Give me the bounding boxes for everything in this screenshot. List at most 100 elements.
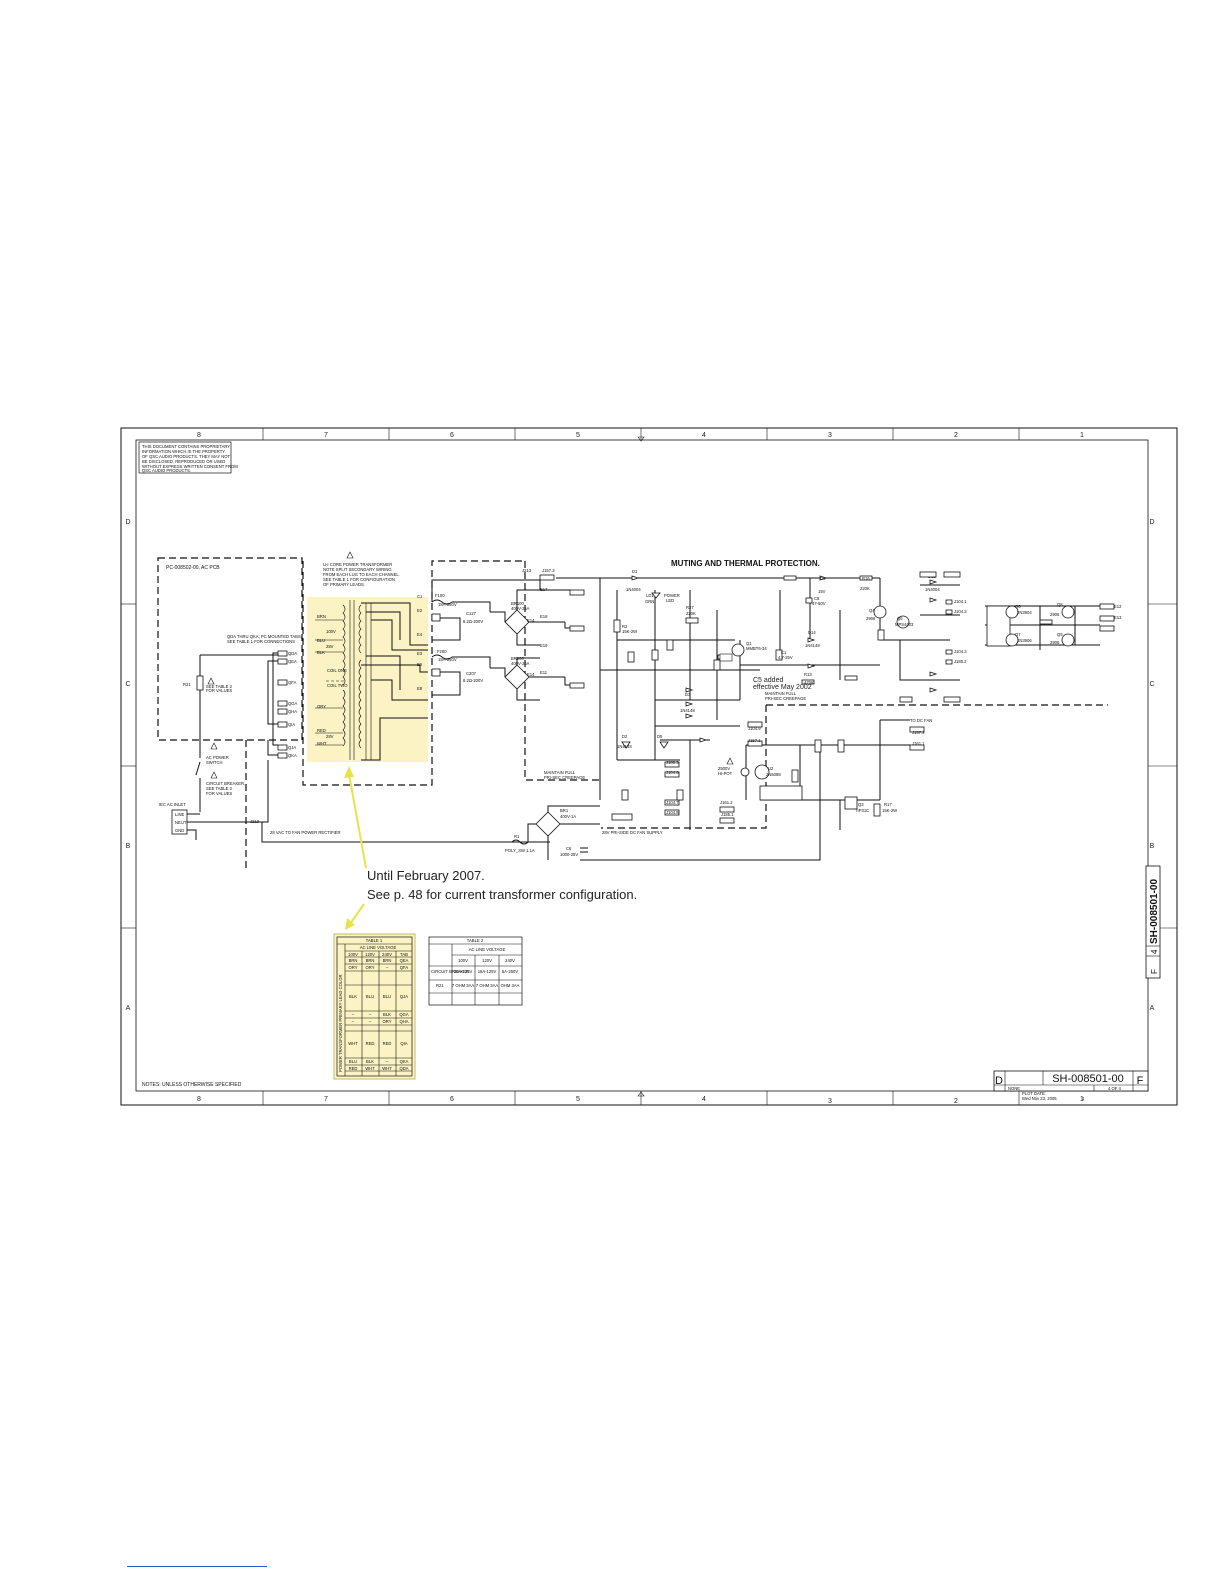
- q7-ref: Q7: [1015, 632, 1021, 637]
- table1-cell: --: [352, 1019, 355, 1024]
- r27-resistor: [685, 617, 699, 624]
- d12-val: 1N4004: [925, 587, 940, 592]
- q8-val: 2906: [1050, 612, 1060, 617]
- notice-line: THIS DOCUMENT CONTAINS PROPRIETARY: [142, 444, 230, 449]
- zone-bottom-2: 2: [954, 1098, 958, 1105]
- notice-line: OF QSC AUDIO PRODUCTS. THEY MAY NOT: [142, 454, 231, 459]
- table2-row-label: R21: [436, 983, 444, 988]
- br100-val: 400V-25A: [511, 606, 530, 611]
- table1-header: TAB: [400, 952, 408, 957]
- table2-cell: 18A-125V: [478, 969, 497, 974]
- connector-label: E6: [417, 662, 423, 667]
- title-rev: F: [1137, 1075, 1144, 1087]
- power-led-line: POWER: [664, 593, 680, 598]
- table1-cell: --: [352, 1012, 355, 1017]
- zone-bottom-8: 8: [197, 1096, 201, 1103]
- connector-label: E13: [1114, 615, 1122, 620]
- table1-cell: QKA: [400, 1059, 409, 1064]
- q8-ref: Q8: [1057, 602, 1063, 607]
- table1-cell: --: [369, 1019, 372, 1024]
- r2-resistor: [613, 619, 621, 633]
- table2-cell: OHM 3AA: [501, 983, 520, 988]
- r1-ref: R1: [514, 834, 520, 839]
- table1-cell: BLK: [349, 994, 357, 999]
- q6-transistor-icon: [1005, 605, 1019, 619]
- d14-val: 1N4148: [805, 643, 820, 648]
- d2-ref: D2: [622, 734, 628, 739]
- side-sheet: 4: [1150, 949, 1159, 954]
- tab-label: QHA: [288, 709, 297, 714]
- connector-label: J157.3: [542, 568, 555, 573]
- connector-label: J185.1: [721, 812, 734, 817]
- lead-label: RED: [317, 728, 326, 733]
- d1-val: 1N4004: [626, 587, 641, 592]
- secondary-rectifiers: F100 18A-250V F200 18A-250V C127 8.2Ω-20…: [431, 579, 565, 701]
- zone-top-3: 3: [828, 432, 832, 439]
- zone-dividers: [121, 428, 1177, 1105]
- c207-val: 8.2Ω-200V: [463, 678, 483, 683]
- d3-ref: D3: [685, 692, 691, 697]
- table2-cell: 5A-250V: [502, 969, 519, 974]
- iec-inlet-label: IEC AC INLET: [159, 802, 186, 807]
- q6-ref: Q6: [1015, 604, 1021, 609]
- creepage-note-1: MAINTAIN FULL PRI-SEC CREEPAGE: [544, 770, 585, 780]
- tab-label: QIA: [288, 722, 295, 727]
- r13-val: 470K: [804, 680, 814, 685]
- zone-top-8: 8: [197, 432, 201, 439]
- table1-cell: BRN: [366, 958, 375, 963]
- see-table2-line: SEE TABLE 2: [206, 684, 233, 689]
- table2-header: 100V: [458, 958, 468, 963]
- table1-cell: WHT: [382, 1066, 392, 1071]
- table1-cell: BRN: [349, 958, 358, 963]
- d5-ref: D5: [657, 734, 663, 739]
- q4-transistor-icon: [873, 605, 887, 619]
- q8-transistor-icon: [1061, 605, 1075, 619]
- r21-resistor: [196, 675, 204, 691]
- tab-label: QFA: [288, 680, 297, 685]
- center-mark-bottom-icon: [637, 1091, 645, 1097]
- r16-val: 220K: [860, 586, 870, 591]
- transformer-note-line: OF PRIMARY LEADS.: [323, 582, 365, 587]
- page-number: 1: [1082, 1096, 1085, 1101]
- connector-label: J104.1: [954, 599, 967, 604]
- warning-triangle-icon: [726, 757, 734, 765]
- annotation-arrows: [344, 766, 367, 930]
- table1-header: 100V: [348, 952, 358, 957]
- notice-line: WITHOUT EXPRESS WRITTEN CONSENT FROM: [142, 464, 238, 469]
- table2-row-label: CIRCUIT BREAKER: [431, 969, 469, 974]
- warning-triangle-icon: [346, 551, 354, 559]
- coil-two-label: COIL TWO: [327, 683, 348, 688]
- connector-label: E12: [1114, 604, 1122, 609]
- r2-val: 15K-2W: [622, 629, 637, 634]
- lead-label: BLU: [317, 638, 325, 643]
- side-rev: F: [1150, 969, 1159, 974]
- d14-ref: D14: [808, 630, 816, 635]
- table2-cell: 7 OHM 3AA: [476, 983, 499, 988]
- secondary-connectors: J213 J157.3 E17 E18 E19 E11 E14 E14 C1 E…: [417, 568, 585, 691]
- table1-cell: --: [369, 1012, 372, 1017]
- table1-cell: BLU: [383, 994, 391, 999]
- fan-rectifier-wire: [261, 822, 550, 843]
- connector-label: J104.3: [954, 649, 967, 654]
- connector-label: J157.2: [912, 730, 925, 735]
- q4-val: 2906: [866, 616, 876, 621]
- side-title: SH-008501-00 4 F: [1145, 865, 1161, 979]
- u2-transistor-icon: [754, 764, 770, 780]
- q5-val: MPS4403: [895, 622, 914, 627]
- transformer-windings: [315, 600, 428, 761]
- tabs-note-line: QDA THRU QKA; PC MOUNTED TABS,: [227, 634, 302, 639]
- table1-cell: QEA: [400, 958, 409, 963]
- tabs-note-line: SEE TABLE 1 FOR CONNECTIONS: [227, 639, 295, 644]
- table1-cell: --: [386, 965, 389, 970]
- table1-cell: ORY: [383, 1019, 392, 1024]
- zone-top-1: 1: [1080, 432, 1084, 439]
- q3-transistor-icon: [844, 796, 858, 810]
- transformer-note-line: FROM EACH LUG TO EACH CHANNEL.: [323, 572, 400, 577]
- d3-val: 1N4148: [680, 708, 695, 713]
- title-drawing-no: SH-008501-00: [1052, 1073, 1124, 1085]
- table2-title: TABLE 2: [467, 938, 484, 943]
- d8-val: 15V: [818, 589, 826, 594]
- ac-pcb-label: PC-008502-00, AC PCB: [166, 565, 220, 571]
- table1-cell: QDA: [399, 1066, 408, 1071]
